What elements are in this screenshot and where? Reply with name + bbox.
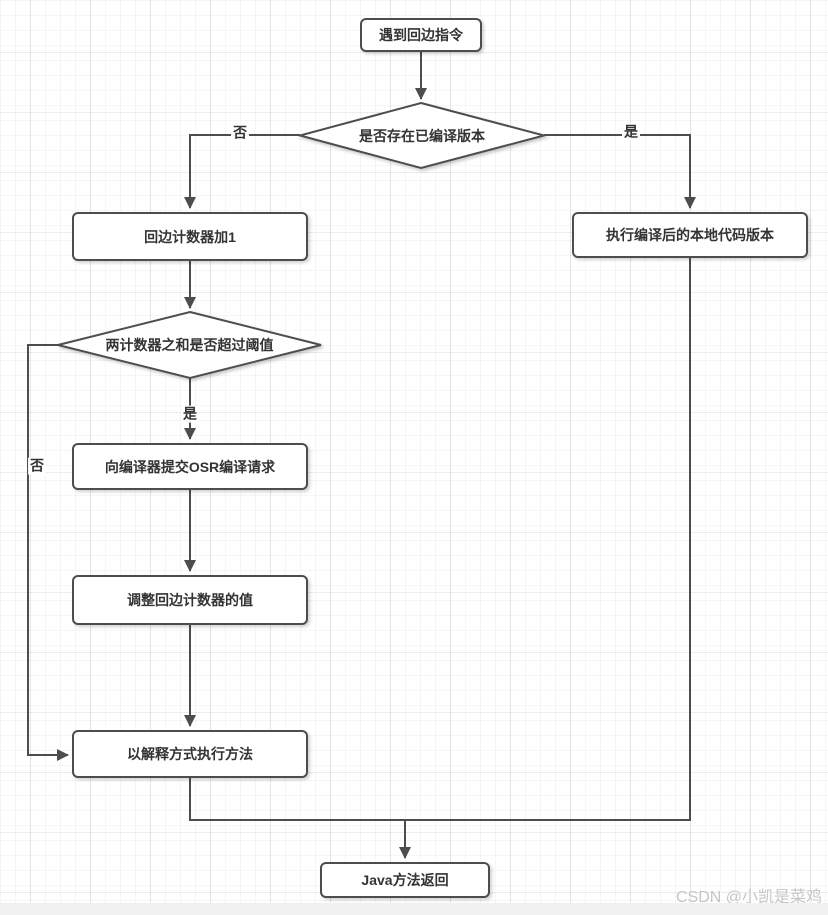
edge-label-compiled-yes: 是 xyxy=(622,123,640,141)
edge-label-threshold-no: 否 xyxy=(28,457,46,475)
node-interpret-execute: 以解释方式执行方法 xyxy=(72,730,308,778)
decision-threshold-diamond xyxy=(57,310,322,380)
node-submit-osr-request: 向编译器提交OSR编译请求 xyxy=(72,443,308,490)
edge-label-compiled-no: 否 xyxy=(231,124,249,142)
edge-exec-to-merge xyxy=(403,258,691,821)
edge-decision2-no xyxy=(27,344,69,761)
node-adjust-backedge-counter: 调整回边计数器的值 xyxy=(72,575,308,625)
edge-decision1-yes xyxy=(544,134,696,209)
edge-label-threshold-yes: 是 xyxy=(181,405,199,423)
decision-compiled-diamond xyxy=(296,101,548,170)
csdn-watermark: CSDN @小凯是菜鸡 xyxy=(675,889,822,906)
node-java-method-return: Java方法返回 xyxy=(320,862,490,898)
canvas-bottom-edge-strip xyxy=(0,903,828,915)
edge-interp-to-merge xyxy=(189,778,407,821)
node-start: 遇到回边指令 xyxy=(360,18,482,52)
edge-decision1-no xyxy=(184,134,300,209)
node-increment-backedge-counter: 回边计数器加1 xyxy=(72,212,308,261)
node-execute-compiled-native: 执行编译后的本地代码版本 xyxy=(572,212,808,258)
